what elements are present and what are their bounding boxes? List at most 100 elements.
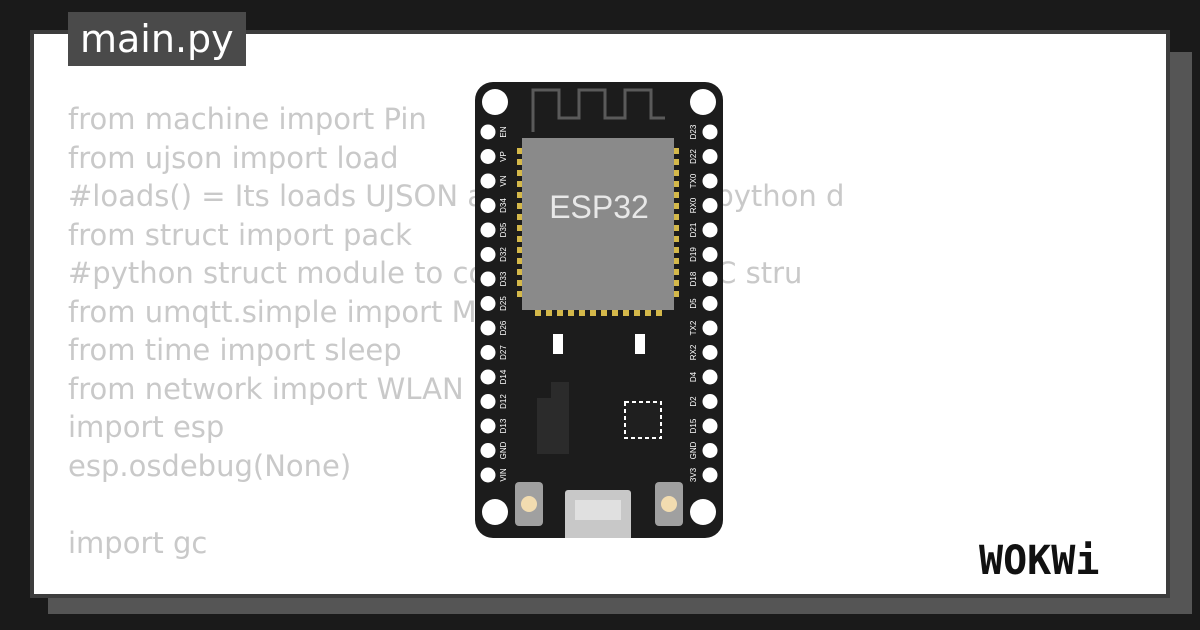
chip-pad — [535, 310, 541, 316]
pin-d25[interactable] — [480, 296, 496, 311]
pin-label: D18 — [689, 271, 698, 286]
code-line: esp.osdebug(None) — [68, 448, 352, 483]
pin-tx2[interactable] — [702, 320, 718, 336]
chip-pad — [517, 148, 522, 154]
mount-hole — [690, 89, 716, 115]
chip-label: ESP32 — [549, 189, 649, 225]
chip-pad — [517, 225, 522, 231]
pin-label: D5 — [689, 298, 698, 309]
chip-pad — [517, 192, 522, 198]
led-left — [553, 334, 563, 354]
chip-pad — [517, 159, 522, 165]
chip-pad — [674, 247, 679, 253]
pin-gnd[interactable] — [702, 443, 718, 458]
pin-d19[interactable] — [702, 247, 718, 262]
chip-pad — [674, 225, 679, 231]
pin-d27[interactable] — [480, 345, 496, 360]
pin-d33[interactable] — [480, 271, 496, 287]
chip-pad — [590, 310, 596, 316]
pin-rx0[interactable] — [702, 198, 718, 213]
pin-d23[interactable] — [702, 124, 718, 140]
esp32-chip — [522, 138, 674, 310]
pin-d5[interactable] — [702, 296, 718, 311]
pin-d34[interactable] — [480, 198, 496, 213]
pin-label: D21 — [689, 222, 698, 237]
antenna-trace — [531, 88, 665, 132]
pin-label: EN — [499, 126, 508, 137]
chip-pad — [517, 236, 522, 242]
chip-pad — [674, 280, 679, 286]
mount-hole — [482, 89, 508, 115]
chip-pad — [517, 269, 522, 275]
chip-pad — [517, 247, 522, 253]
pin-d22[interactable] — [702, 149, 718, 164]
pin-d14[interactable] — [480, 369, 496, 385]
pin-label: GND — [499, 441, 508, 459]
chip-pad — [517, 291, 522, 297]
pin-d15[interactable] — [702, 418, 718, 434]
chip-pad — [568, 310, 574, 316]
chip-pad — [517, 170, 522, 176]
mount-hole — [482, 499, 508, 525]
wokwi-logo: WOKWi — [979, 538, 1099, 584]
pin-vin[interactable] — [480, 467, 496, 483]
chip-pad — [674, 269, 679, 275]
code-line: import gc — [68, 525, 208, 560]
pin-d12[interactable] — [480, 394, 496, 409]
chip-pad — [674, 258, 679, 264]
chip-pad — [517, 181, 522, 187]
file-name-tab[interactable]: main.py — [68, 12, 246, 66]
pin-label: D34 — [499, 198, 508, 213]
chip-pad — [634, 310, 640, 316]
chip-pad — [517, 258, 522, 264]
mount-hole — [690, 499, 716, 525]
code-line: from ujson import load — [68, 140, 399, 175]
code-line: from struct import pack — [68, 217, 412, 252]
pin-d4[interactable] — [702, 369, 718, 385]
pin-en[interactable] — [480, 124, 496, 140]
pin-label: D12 — [499, 394, 508, 409]
left-pin-header: ENVPVND34D35D32D33D25D26D27D14D12D13GNDV… — [480, 124, 508, 483]
pin-d13[interactable] — [480, 418, 496, 434]
pin-d32[interactable] — [480, 247, 496, 262]
pin-label: VIN — [499, 468, 508, 482]
pin-label: 3V3 — [689, 467, 698, 482]
chip-pad — [674, 192, 679, 198]
pin-d21[interactable] — [702, 222, 718, 238]
pin-label: D4 — [689, 371, 698, 382]
pin-vp[interactable] — [480, 149, 496, 164]
pin-tx0[interactable] — [702, 173, 718, 189]
pin-d18[interactable] — [702, 271, 718, 287]
pin-rx2[interactable] — [702, 345, 718, 360]
pin-label: VP — [499, 151, 508, 162]
chip-pad — [674, 203, 679, 209]
pin-label: TX0 — [689, 173, 698, 188]
pin-label: D23 — [689, 124, 698, 139]
chip-pad — [579, 310, 585, 316]
pin-label: D32 — [499, 247, 508, 262]
chip-pad — [601, 310, 607, 316]
chip-pad — [656, 310, 662, 316]
pin-label: D22 — [689, 149, 698, 164]
pin-label: D14 — [499, 369, 508, 384]
pin-gnd[interactable] — [480, 443, 496, 458]
pin-3v3[interactable] — [702, 467, 718, 483]
pin-d2[interactable] — [702, 394, 718, 409]
chip-pad — [557, 310, 563, 316]
pin-label: D27 — [499, 345, 508, 360]
chip-pad — [674, 148, 679, 154]
chip-pad — [674, 181, 679, 187]
esp32-board: ESP32 ENVPVND34D35D32D33D25D26D27D14D12D… — [475, 82, 723, 538]
chip-pad — [623, 310, 629, 316]
pin-label: VN — [499, 175, 508, 186]
wokwi-logo-text: WOKWi — [979, 538, 1099, 584]
chip-pad — [517, 203, 522, 209]
right-pin-header: D23D22TX0RX0D21D19D18D5TX2RX2D4D2D15GND3… — [689, 124, 718, 483]
chip-pad — [546, 310, 552, 316]
code-line: from network import WLAN — [68, 371, 464, 406]
pin-d26[interactable] — [480, 320, 496, 336]
pin-vn[interactable] — [480, 173, 496, 189]
usb-serial-chip — [624, 401, 662, 439]
pin-d35[interactable] — [480, 222, 496, 238]
